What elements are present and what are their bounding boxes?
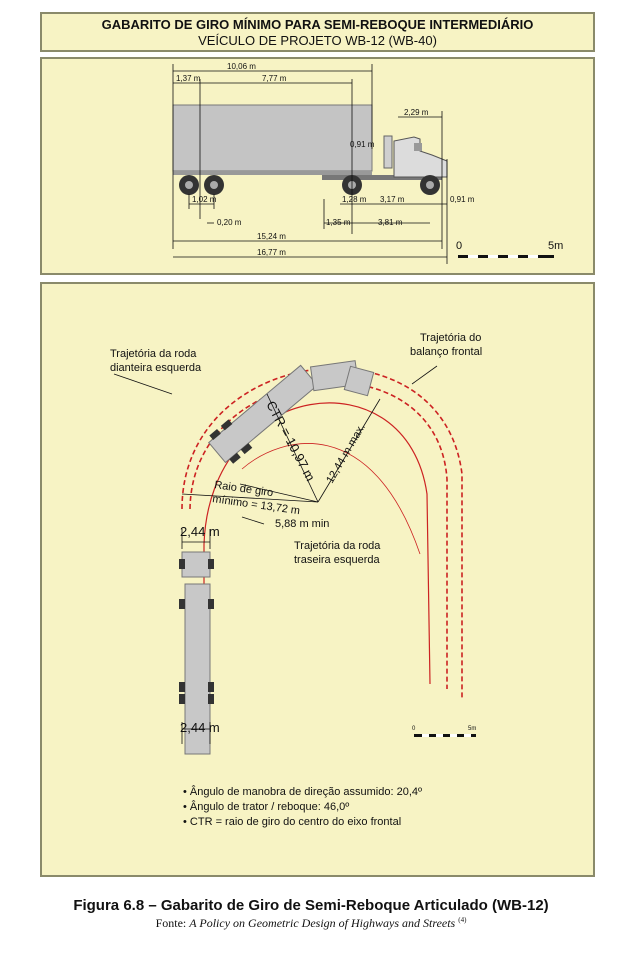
label-front-overhang-path-1: Trajetória do bbox=[420, 332, 481, 344]
turn-scale-start: 0 bbox=[412, 726, 416, 732]
dim-tractor-wb: 3,17 m bbox=[380, 195, 405, 204]
label-min: 5,88 m min bbox=[275, 518, 329, 530]
turning-drawing: Trajetória da roda dianteira esquerda Tr… bbox=[110, 332, 482, 755]
tractor-frame bbox=[322, 175, 442, 180]
turning-panel: Trajetória da roda dianteira esquerda Tr… bbox=[40, 282, 595, 877]
side-view-drawing: 10,06 m 1,37 m 7,77 m 2,29 m 0,91 m 1,02… bbox=[172, 62, 563, 264]
dim-wb: 15,24 m bbox=[257, 232, 286, 241]
figure-caption: Figura 6.8 – Gabarito de Giro de Semi-Re… bbox=[73, 897, 549, 914]
title-box: GABARITO DE GIRO MÍNIMO PARA SEMI-REBOQU… bbox=[40, 12, 595, 52]
label-width-bottom: 2,44 m bbox=[180, 720, 220, 735]
diagram-subtitle: VEÍCULO DE PROJETO WB-12 (WB-40) bbox=[198, 33, 437, 48]
side-view-panel: 10,06 m 1,37 m 7,77 m 2,29 m 0,91 m 1,02… bbox=[40, 57, 595, 275]
dim-tractor-axle-a: 1,28 m bbox=[342, 195, 367, 204]
note-item: • Ângulo de trator / reboque: 46,0º bbox=[183, 801, 350, 813]
label-rear-wheel-path-2: traseira esquerda bbox=[294, 554, 380, 566]
dim-trailer-wb: 7,77 m bbox=[262, 74, 287, 83]
rear-wheel-path bbox=[241, 443, 421, 555]
figure-source: Fonte: A Policy on Geometric Design of H… bbox=[0, 916, 622, 931]
label-front-overhang-path-2: balanço frontal bbox=[410, 346, 482, 358]
trailer-wheels bbox=[179, 175, 224, 195]
vehicle-turned bbox=[208, 364, 319, 464]
dim-front-overhang: 1,37 m bbox=[176, 74, 201, 83]
label-ctr: CTR = 10,97 m bbox=[263, 398, 318, 483]
label-front-wheel-path-2: dianteira esquerda bbox=[110, 362, 202, 374]
trailer-frame bbox=[173, 171, 372, 175]
diagram-title: GABARITO DE GIRO MÍNIMO PARA SEMI-REBOQU… bbox=[101, 17, 534, 32]
label-width-top: 2,44 m bbox=[180, 524, 220, 539]
dim-rear-axle-spacing: 1,02 m bbox=[192, 195, 217, 204]
source-title: A Policy on Geometric Design of Highways… bbox=[189, 916, 456, 930]
front-wheel-path-outer bbox=[181, 367, 463, 699]
note-item: • Ângulo de manobra de direção assumido:… bbox=[183, 786, 423, 798]
source-prefix: Fonte: bbox=[155, 916, 190, 930]
dim-rear-axle-offset: 0,20 m bbox=[217, 218, 242, 227]
notes-list: • Ângulo de manobra de direção assumido:… bbox=[183, 785, 422, 830]
dim-tractor-a: 1,35 m bbox=[326, 218, 351, 227]
vehicle-straight bbox=[179, 551, 214, 755]
dim-overall: 16,77 m bbox=[257, 248, 286, 257]
exhaust-stack bbox=[383, 135, 393, 169]
turn-scale-bar bbox=[414, 734, 476, 737]
cab-window bbox=[414, 143, 422, 151]
dim-front-overhang-tractor: 0,91 m bbox=[450, 195, 475, 204]
turn-scale-end: 5m bbox=[468, 726, 476, 732]
dimension-lines bbox=[172, 64, 448, 264]
dim-kingpin-offset: 0,91 m bbox=[350, 140, 375, 149]
dim-total-top: 10,06 m bbox=[227, 62, 256, 71]
side-scale-bar bbox=[458, 255, 554, 258]
dim-cab-length: 2,29 m bbox=[404, 108, 429, 117]
source-ref: (4) bbox=[458, 916, 467, 924]
side-scale-start: 0 bbox=[456, 240, 462, 252]
side-scale-end: 5m bbox=[548, 240, 563, 252]
label-front-wheel-path-1: Trajetória da roda bbox=[110, 348, 197, 360]
trailer-body bbox=[172, 104, 373, 172]
note-item: • CTR = raio de giro do centro do eixo f… bbox=[183, 816, 402, 828]
radius-lines bbox=[113, 365, 438, 744]
dim-tractor-b: 3,81 m bbox=[378, 218, 403, 227]
label-rear-wheel-path-1: Trajetória da roda bbox=[294, 540, 381, 552]
tractor-turned bbox=[309, 360, 375, 397]
label-max: 12,44 m max. bbox=[324, 422, 368, 486]
